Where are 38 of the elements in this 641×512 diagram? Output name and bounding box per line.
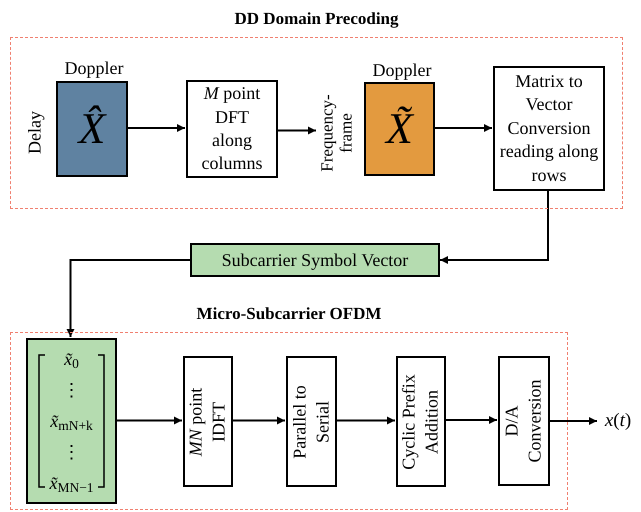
arrow <box>277 126 316 134</box>
arrow <box>336 416 395 424</box>
matrix-symbol: X̃ <box>386 107 413 151</box>
section-title: DD Domain Precoding <box>234 8 398 30</box>
arrow <box>116 416 182 424</box>
vector-entry: ⋮ <box>62 443 80 461</box>
vector-entry: ⋮ <box>62 381 80 399</box>
process-box <box>190 243 440 277</box>
box-text: Subcarrier Symbol Vector <box>222 248 408 272</box>
box-text: M point DFT along columns <box>200 82 264 176</box>
arrow <box>232 416 285 424</box>
box-text: Parallel to Serial <box>288 384 334 460</box>
box-text: Cyclic Prefix Addition <box>398 372 443 472</box>
process-box <box>183 356 233 487</box>
axis-label: Doppler <box>64 57 124 80</box>
matrix-symbol: X̂ <box>78 107 106 151</box>
box-text: D/A Conversion <box>500 378 546 464</box>
axis-label: Delay <box>24 110 46 156</box>
arrow <box>549 417 597 425</box>
section-title: Micro-Subcarrier OFDM <box>196 303 382 325</box>
arrow <box>127 124 185 132</box>
process-box <box>498 356 550 486</box>
arrow <box>445 416 497 424</box>
process-box <box>396 356 446 487</box>
process-box <box>286 356 337 487</box>
arrow <box>440 190 549 264</box>
process-box <box>493 66 605 191</box>
arrow <box>434 124 492 132</box>
output-signal-label: x(t) <box>597 408 639 434</box>
box-text: Matrix to Vector Conversion reading along rows <box>498 70 600 187</box>
vector-box <box>26 338 117 504</box>
vector-entry: x̃$_{0}$ <box>64 350 79 368</box>
process-box <box>186 80 278 178</box>
axis-label: Doppler <box>372 59 432 82</box>
vector-entry: x̃$_{mN+k}$ <box>50 412 93 430</box>
axis-label: Frequency-frame <box>318 93 356 174</box>
arrow <box>66 259 190 337</box>
vector-entry: x̃$_{MN−1}$ <box>49 474 94 492</box>
